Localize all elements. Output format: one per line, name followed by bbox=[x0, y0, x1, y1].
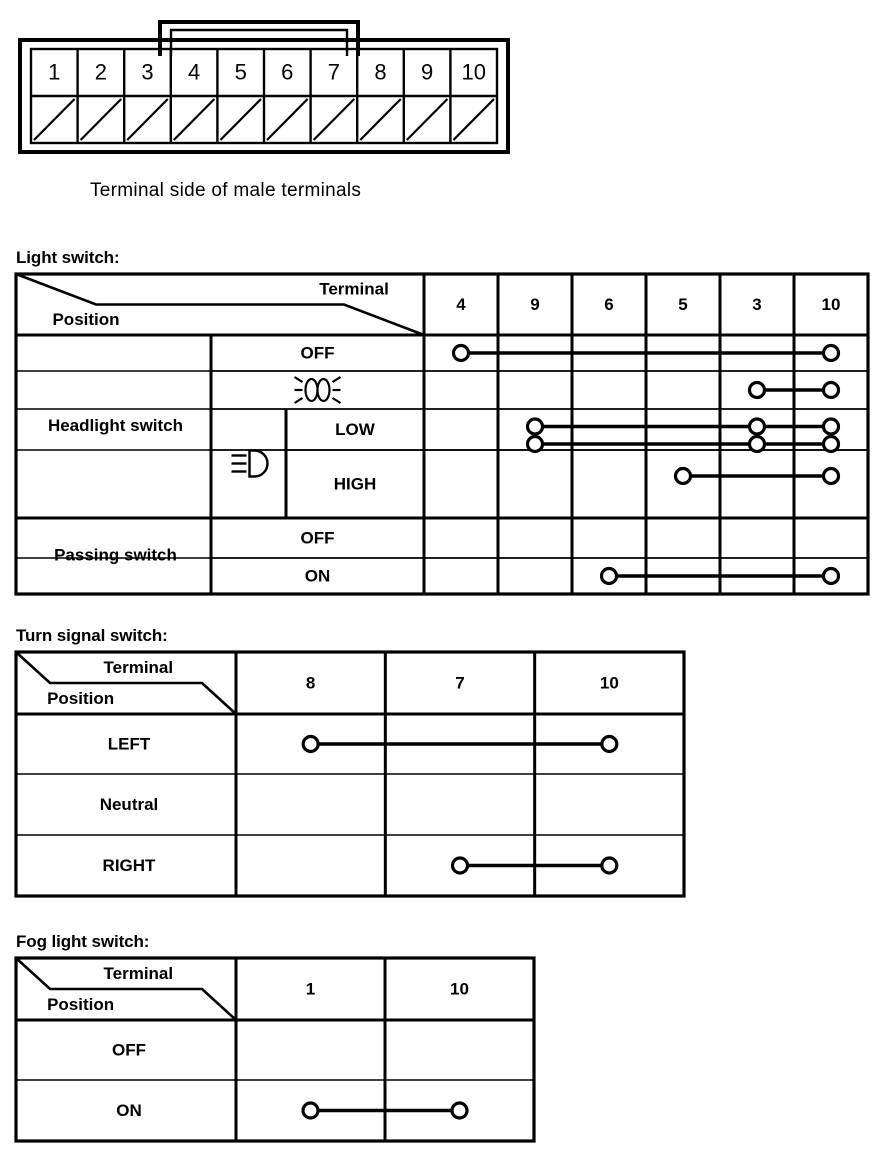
pin-cavity-diagonal bbox=[266, 98, 309, 141]
continuity-link bbox=[599, 566, 841, 586]
pin-number-3: 3 bbox=[141, 59, 153, 84]
pin-number-10: 10 bbox=[461, 59, 485, 84]
pin-number-8: 8 bbox=[374, 59, 386, 84]
terminal-node bbox=[599, 566, 619, 586]
turn-signal-row-label-neutral: Neutral bbox=[100, 795, 159, 814]
row-label-headlight-off: OFF bbox=[301, 343, 335, 362]
pin-cavity-diagonal bbox=[126, 98, 169, 141]
pin-number-5: 5 bbox=[235, 59, 247, 84]
pin-number-4: 4 bbox=[188, 59, 200, 84]
terminal-node bbox=[525, 434, 545, 454]
pin-cavity-diagonal bbox=[79, 98, 122, 141]
header-position-label: Position bbox=[47, 689, 114, 708]
terminal-node bbox=[600, 856, 619, 875]
pin-number-1: 1 bbox=[48, 59, 60, 84]
header-diagonal-divider bbox=[15, 272, 425, 337]
terminal-node bbox=[821, 343, 841, 363]
terminal-node bbox=[301, 1101, 320, 1120]
terminal-node bbox=[821, 566, 841, 586]
terminal-node bbox=[600, 734, 619, 754]
pin-cavity-diagonal bbox=[452, 98, 495, 141]
row-label-passing-on: ON bbox=[305, 566, 331, 585]
connector-outer-shell bbox=[18, 38, 510, 154]
continuity-link bbox=[673, 466, 841, 486]
terminal-header-5: 5 bbox=[678, 295, 687, 314]
header-terminal-label: Terminal bbox=[104, 658, 174, 677]
terminal-node bbox=[747, 380, 767, 400]
terminal-node bbox=[747, 434, 767, 454]
figure-caption: Terminal side of male terminals bbox=[90, 180, 362, 201]
terminal-header-10: 10 bbox=[450, 979, 469, 998]
turn-signal-row-label-right: RIGHT bbox=[103, 856, 157, 875]
row-label-passing-off: OFF bbox=[301, 528, 335, 547]
terminal-header-7: 7 bbox=[455, 673, 464, 692]
fog-light-row-label-off: OFF bbox=[112, 1040, 146, 1059]
header-diagonal-divider bbox=[15, 651, 237, 715]
terminal-header-10: 10 bbox=[822, 295, 841, 314]
continuity-link bbox=[525, 434, 841, 454]
group-label-passing-switch: Passing switch bbox=[54, 545, 177, 564]
terminal-node bbox=[821, 380, 841, 400]
continuity-link bbox=[747, 380, 841, 400]
terminal-node bbox=[821, 417, 841, 436]
continuity-link bbox=[450, 856, 619, 875]
terminal-header-4: 4 bbox=[456, 295, 466, 314]
pin-cavity-diagonal bbox=[219, 98, 262, 141]
pin-number-2: 2 bbox=[95, 59, 107, 84]
row-label-low: LOW bbox=[335, 420, 376, 439]
header-terminal-label: Terminal bbox=[319, 280, 389, 299]
connector-locking-tab-inner bbox=[169, 28, 349, 56]
terminal-header-1: 1 bbox=[306, 979, 315, 998]
connector-diagram: 1 2 3 4 5 6 7 8 9 10 bbox=[18, 20, 510, 154]
turn-signal-switch-title: Turn signal switch: bbox=[16, 626, 168, 645]
turn-signal-row-label-left: LEFT bbox=[108, 734, 151, 753]
terminal-node bbox=[821, 434, 841, 454]
header-terminal-label: Terminal bbox=[104, 964, 174, 983]
terminal-node bbox=[450, 856, 470, 875]
continuity-link bbox=[451, 343, 841, 363]
terminal-node bbox=[673, 466, 693, 486]
terminal-header-9: 9 bbox=[530, 295, 539, 314]
light-switch-title: Light switch: bbox=[16, 248, 120, 267]
fog-light-row-label-on: ON bbox=[116, 1101, 142, 1120]
fog-light-switch-title: Fog light switch: bbox=[16, 932, 150, 951]
continuity-link bbox=[301, 1101, 469, 1120]
row-label-high: HIGH bbox=[334, 474, 377, 493]
group-label-headlight-switch: Headlight switch bbox=[48, 416, 183, 435]
parking-lamp-icon bbox=[293, 376, 342, 404]
continuity-link bbox=[301, 734, 619, 754]
continuity-link bbox=[525, 417, 841, 436]
pin-cavity-diagonal bbox=[173, 98, 216, 141]
terminal-node bbox=[301, 734, 320, 754]
terminal-node bbox=[450, 1101, 469, 1120]
terminal-header-3: 3 bbox=[752, 295, 761, 314]
header-diagonal-divider bbox=[15, 957, 237, 1021]
pin-grid: 1 2 3 4 5 6 7 8 9 10 bbox=[31, 49, 497, 143]
pin-cavity-diagonal bbox=[33, 98, 76, 141]
pin-cavity-diagonal bbox=[359, 98, 402, 141]
terminal-node bbox=[821, 466, 841, 486]
pin-number-9: 9 bbox=[421, 59, 433, 84]
terminal-node bbox=[525, 417, 545, 436]
pin-number-6: 6 bbox=[281, 59, 293, 84]
terminal-node bbox=[747, 417, 767, 436]
pin-cavity-diagonal bbox=[312, 98, 355, 141]
terminal-header-8: 8 bbox=[306, 673, 315, 692]
terminal-header-6: 6 bbox=[604, 295, 613, 314]
header-position-label: Position bbox=[52, 310, 119, 329]
pin-number-7: 7 bbox=[328, 59, 340, 84]
low-beam-headlight-icon bbox=[231, 449, 269, 478]
header-position-label: Position bbox=[47, 995, 114, 1014]
terminal-node bbox=[451, 343, 471, 363]
pin-cavity-diagonal bbox=[406, 98, 449, 141]
terminal-header-10: 10 bbox=[600, 673, 619, 692]
